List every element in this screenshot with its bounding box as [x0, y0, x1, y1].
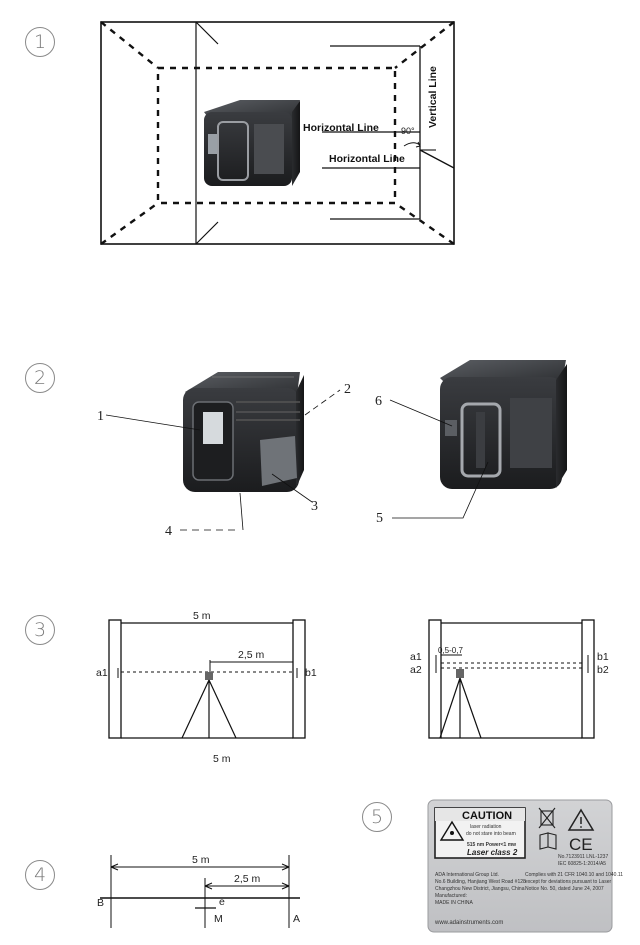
- complies-line-1: Complies with 21 CFR 1040.10 and 1040.11: [525, 872, 623, 878]
- figure-3-calibration-right: 0,5-0,7 a1 a2 b1 b2: [410, 619, 609, 739]
- vertical-line-label: Vertical Line: [427, 66, 439, 128]
- callout-6: 6: [375, 394, 382, 409]
- distance-top-label: 5 m: [193, 610, 211, 622]
- complies-line-3: Notice No. 50, dated June 24, 2007: [525, 886, 604, 892]
- recycle-bin-icon: [538, 807, 556, 829]
- callout-1: 1: [97, 409, 104, 424]
- manufactured-label: Manufactured:: [435, 893, 467, 899]
- made-in-label: MADE IN CHINA: [435, 900, 473, 906]
- manual-book-icon: [539, 832, 557, 850]
- fig4-distance-label: 5 m: [192, 854, 210, 866]
- offset-label: 0,5-0,7: [438, 646, 463, 655]
- figure-2-device: 1 2 3 4 5 6: [97, 360, 567, 539]
- right-b2-label: b2: [597, 664, 609, 676]
- address-line-2: Changzhou New District, Jiangsu, China: [435, 886, 525, 892]
- warning-label: CAUTION laser radiation do not stare int…: [427, 799, 623, 933]
- laser-level-cube-left: [183, 372, 304, 492]
- website-text: www.adainstruments.com: [434, 920, 503, 926]
- right-a2-label: a2: [410, 664, 422, 676]
- e-label: e: [219, 896, 225, 908]
- right-a1-label: a1: [410, 651, 422, 663]
- standard-line-1: No.7123911 LNL-1237: [558, 854, 608, 860]
- callout-3: 3: [311, 499, 318, 514]
- horizontal-line-label-b: Horizontal Line: [329, 153, 405, 165]
- callout-5: 5: [376, 511, 383, 526]
- step-number-1: 1: [25, 27, 55, 57]
- callout-2: 2: [344, 382, 351, 397]
- b1-label: b1: [305, 667, 317, 679]
- step-number-4: 4: [25, 860, 55, 890]
- right-b1-label: b1: [597, 651, 609, 663]
- company-name: ADA International Group Ltd.: [435, 872, 499, 878]
- warning-triangle-icon: [567, 808, 595, 831]
- standard-line-2: IEC 60825-1:2014/A5: [558, 861, 606, 867]
- figure-3-calibration-left: 5 m 2,5 m a1 b1 5 m: [96, 610, 317, 765]
- distance-bottom-label: 5 m: [213, 753, 231, 765]
- ce-mark: CE: [569, 835, 593, 854]
- a1-label: a1: [96, 667, 108, 679]
- callout-4: 4: [165, 524, 172, 539]
- laser-level-cube-right: [440, 360, 567, 489]
- figure-1-room: Horizontal Line Horizontal Line Vertical…: [100, 21, 455, 245]
- complies-line-2: except for deviations pursuant to Laser: [525, 879, 611, 885]
- b-label: B: [97, 897, 104, 909]
- angle-label: 90°: [401, 126, 415, 136]
- laser-level-cube-fig1: [204, 100, 300, 186]
- figure-4-measurement: 5 m 2,5 m e B M A: [97, 854, 300, 928]
- half-distance-label: 2,5 m: [238, 649, 265, 661]
- fig4-half-distance-label: 2,5 m: [234, 873, 261, 885]
- laser-class-text: Laser class 2: [467, 848, 518, 857]
- step-number-2: 2: [25, 363, 55, 393]
- step-number-3: 3: [25, 615, 55, 645]
- horizontal-line-label-a: Horizontal Line: [303, 122, 379, 134]
- spec-text: 515 nm Power<1 mw: [467, 842, 516, 848]
- radiation-line-1: laser radiation: [470, 824, 502, 830]
- address-line-1: No.6 Building, Hanjiang West Road #128: [435, 879, 526, 885]
- m-label: M: [214, 913, 223, 925]
- radiation-line-2: do not stare into beam: [466, 831, 516, 837]
- caution-title: CAUTION: [462, 810, 512, 822]
- a-label: A: [293, 913, 300, 925]
- step-number-5: 5: [362, 802, 392, 832]
